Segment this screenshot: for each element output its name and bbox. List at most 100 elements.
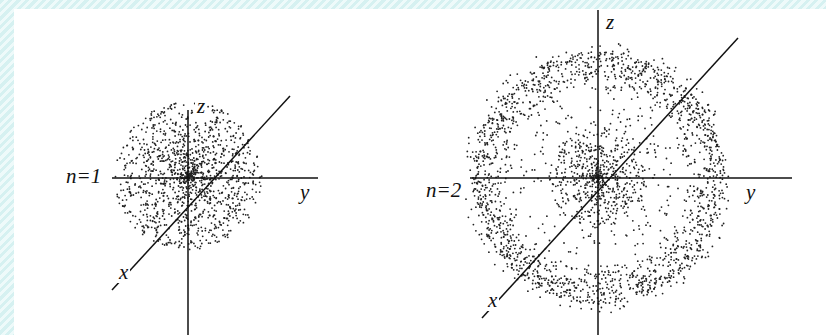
cloud-dot (145, 165, 147, 167)
cloud-dot (209, 214, 211, 216)
cloud-dot (588, 150, 590, 152)
cloud-dot (227, 198, 229, 200)
cloud-dot (608, 214, 610, 216)
cloud-dot (557, 166, 559, 168)
cloud-dot (204, 149, 206, 151)
cloud-dot (591, 180, 593, 182)
cloud-dot (201, 185, 203, 187)
cloud-dot (623, 155, 625, 157)
cloud-dot (244, 200, 246, 202)
cloud-dot (214, 162, 216, 164)
cloud-dot (607, 203, 609, 205)
cloud-dot (586, 173, 588, 175)
cloud-dot (169, 163, 171, 165)
cloud-dot (136, 223, 138, 225)
cloud-dot (169, 164, 171, 166)
cloud-dot (159, 197, 161, 199)
cloud-dot (238, 171, 240, 173)
cloud-dot (596, 170, 598, 172)
cloud-dot (227, 218, 229, 220)
cloud-dot (615, 198, 617, 200)
cloud-dot (196, 172, 198, 174)
cloud-dot (227, 113, 229, 115)
cloud-dot (202, 211, 204, 213)
cloud-dot (615, 243, 617, 245)
cloud-dot (148, 192, 150, 194)
cloud-dot (194, 140, 196, 142)
cloud-dot (118, 197, 120, 199)
cloud-dot (163, 213, 165, 215)
cloud-dot (615, 164, 617, 166)
cloud-dot (132, 215, 134, 217)
cloud-dot (192, 179, 194, 181)
cloud-dot (132, 148, 134, 150)
cloud-dot (594, 165, 596, 167)
cloud-dot (622, 196, 624, 198)
cloud-dot (238, 179, 240, 181)
cloud-dot (164, 181, 166, 183)
cloud-dot (617, 208, 619, 210)
cloud-dot (146, 214, 148, 216)
cloud-dot (153, 208, 155, 210)
cloud-dot (151, 226, 153, 228)
cloud-dot (623, 133, 625, 135)
cloud-dot (602, 175, 604, 177)
cloud-dot (591, 186, 593, 188)
cloud-dot (607, 161, 609, 163)
cloud-dot (220, 156, 222, 158)
cloud-dot (520, 166, 522, 168)
cloud-dot (206, 191, 208, 193)
cloud-dot (247, 182, 249, 184)
cloud-dot (174, 192, 176, 194)
cloud-dot (167, 151, 169, 153)
cloud-dot (198, 191, 200, 193)
cloud-dot (595, 175, 597, 177)
cloud-dot (600, 173, 602, 175)
cloud-dot (629, 183, 631, 185)
cloud-dot (129, 138, 131, 140)
cloud-dot (224, 217, 226, 219)
cloud-dot (139, 143, 141, 145)
cloud-dot (206, 163, 208, 165)
cloud-dot (174, 107, 176, 109)
cloud-dot (148, 159, 150, 161)
cloud-dot (157, 213, 159, 215)
cloud-dot (177, 146, 179, 148)
cloud-dot (171, 130, 173, 132)
cloud-dot (185, 217, 187, 219)
cloud-dot (152, 220, 154, 222)
cloud-dot (157, 158, 159, 160)
cloud-dot (255, 191, 257, 193)
cloud-dot (619, 193, 621, 195)
cloud-dot (149, 175, 151, 177)
cloud-dot (153, 116, 155, 118)
cloud-dot (143, 143, 145, 145)
cloud-dot (190, 220, 192, 222)
cloud-dot (587, 170, 589, 172)
cloud-dot (588, 235, 590, 237)
cloud-dot (151, 118, 153, 120)
cloud-dot (211, 207, 213, 209)
cloud-dot (190, 162, 192, 164)
cloud-dot (207, 106, 209, 108)
cloud-dot (546, 120, 548, 122)
cloud-dot (162, 154, 164, 156)
cloud-dot (200, 226, 202, 228)
cloud-dot (664, 213, 666, 215)
cloud-dot (601, 217, 603, 219)
cloud-dot (179, 126, 181, 128)
cloud-dot (626, 211, 628, 213)
cloud-dot (567, 115, 569, 117)
cloud-dot (171, 149, 173, 151)
cloud-dot (633, 158, 635, 160)
cloud-dot (153, 218, 155, 220)
cloud-dot (584, 193, 586, 195)
cloud-dot (124, 165, 126, 167)
cloud-dot (167, 242, 169, 244)
cloud-dot (221, 191, 223, 193)
cloud-dot (213, 159, 215, 161)
cloud-dot (151, 185, 153, 187)
cloud-dot (196, 194, 198, 196)
cloud-dot (224, 149, 226, 151)
cloud-dot (125, 167, 127, 169)
